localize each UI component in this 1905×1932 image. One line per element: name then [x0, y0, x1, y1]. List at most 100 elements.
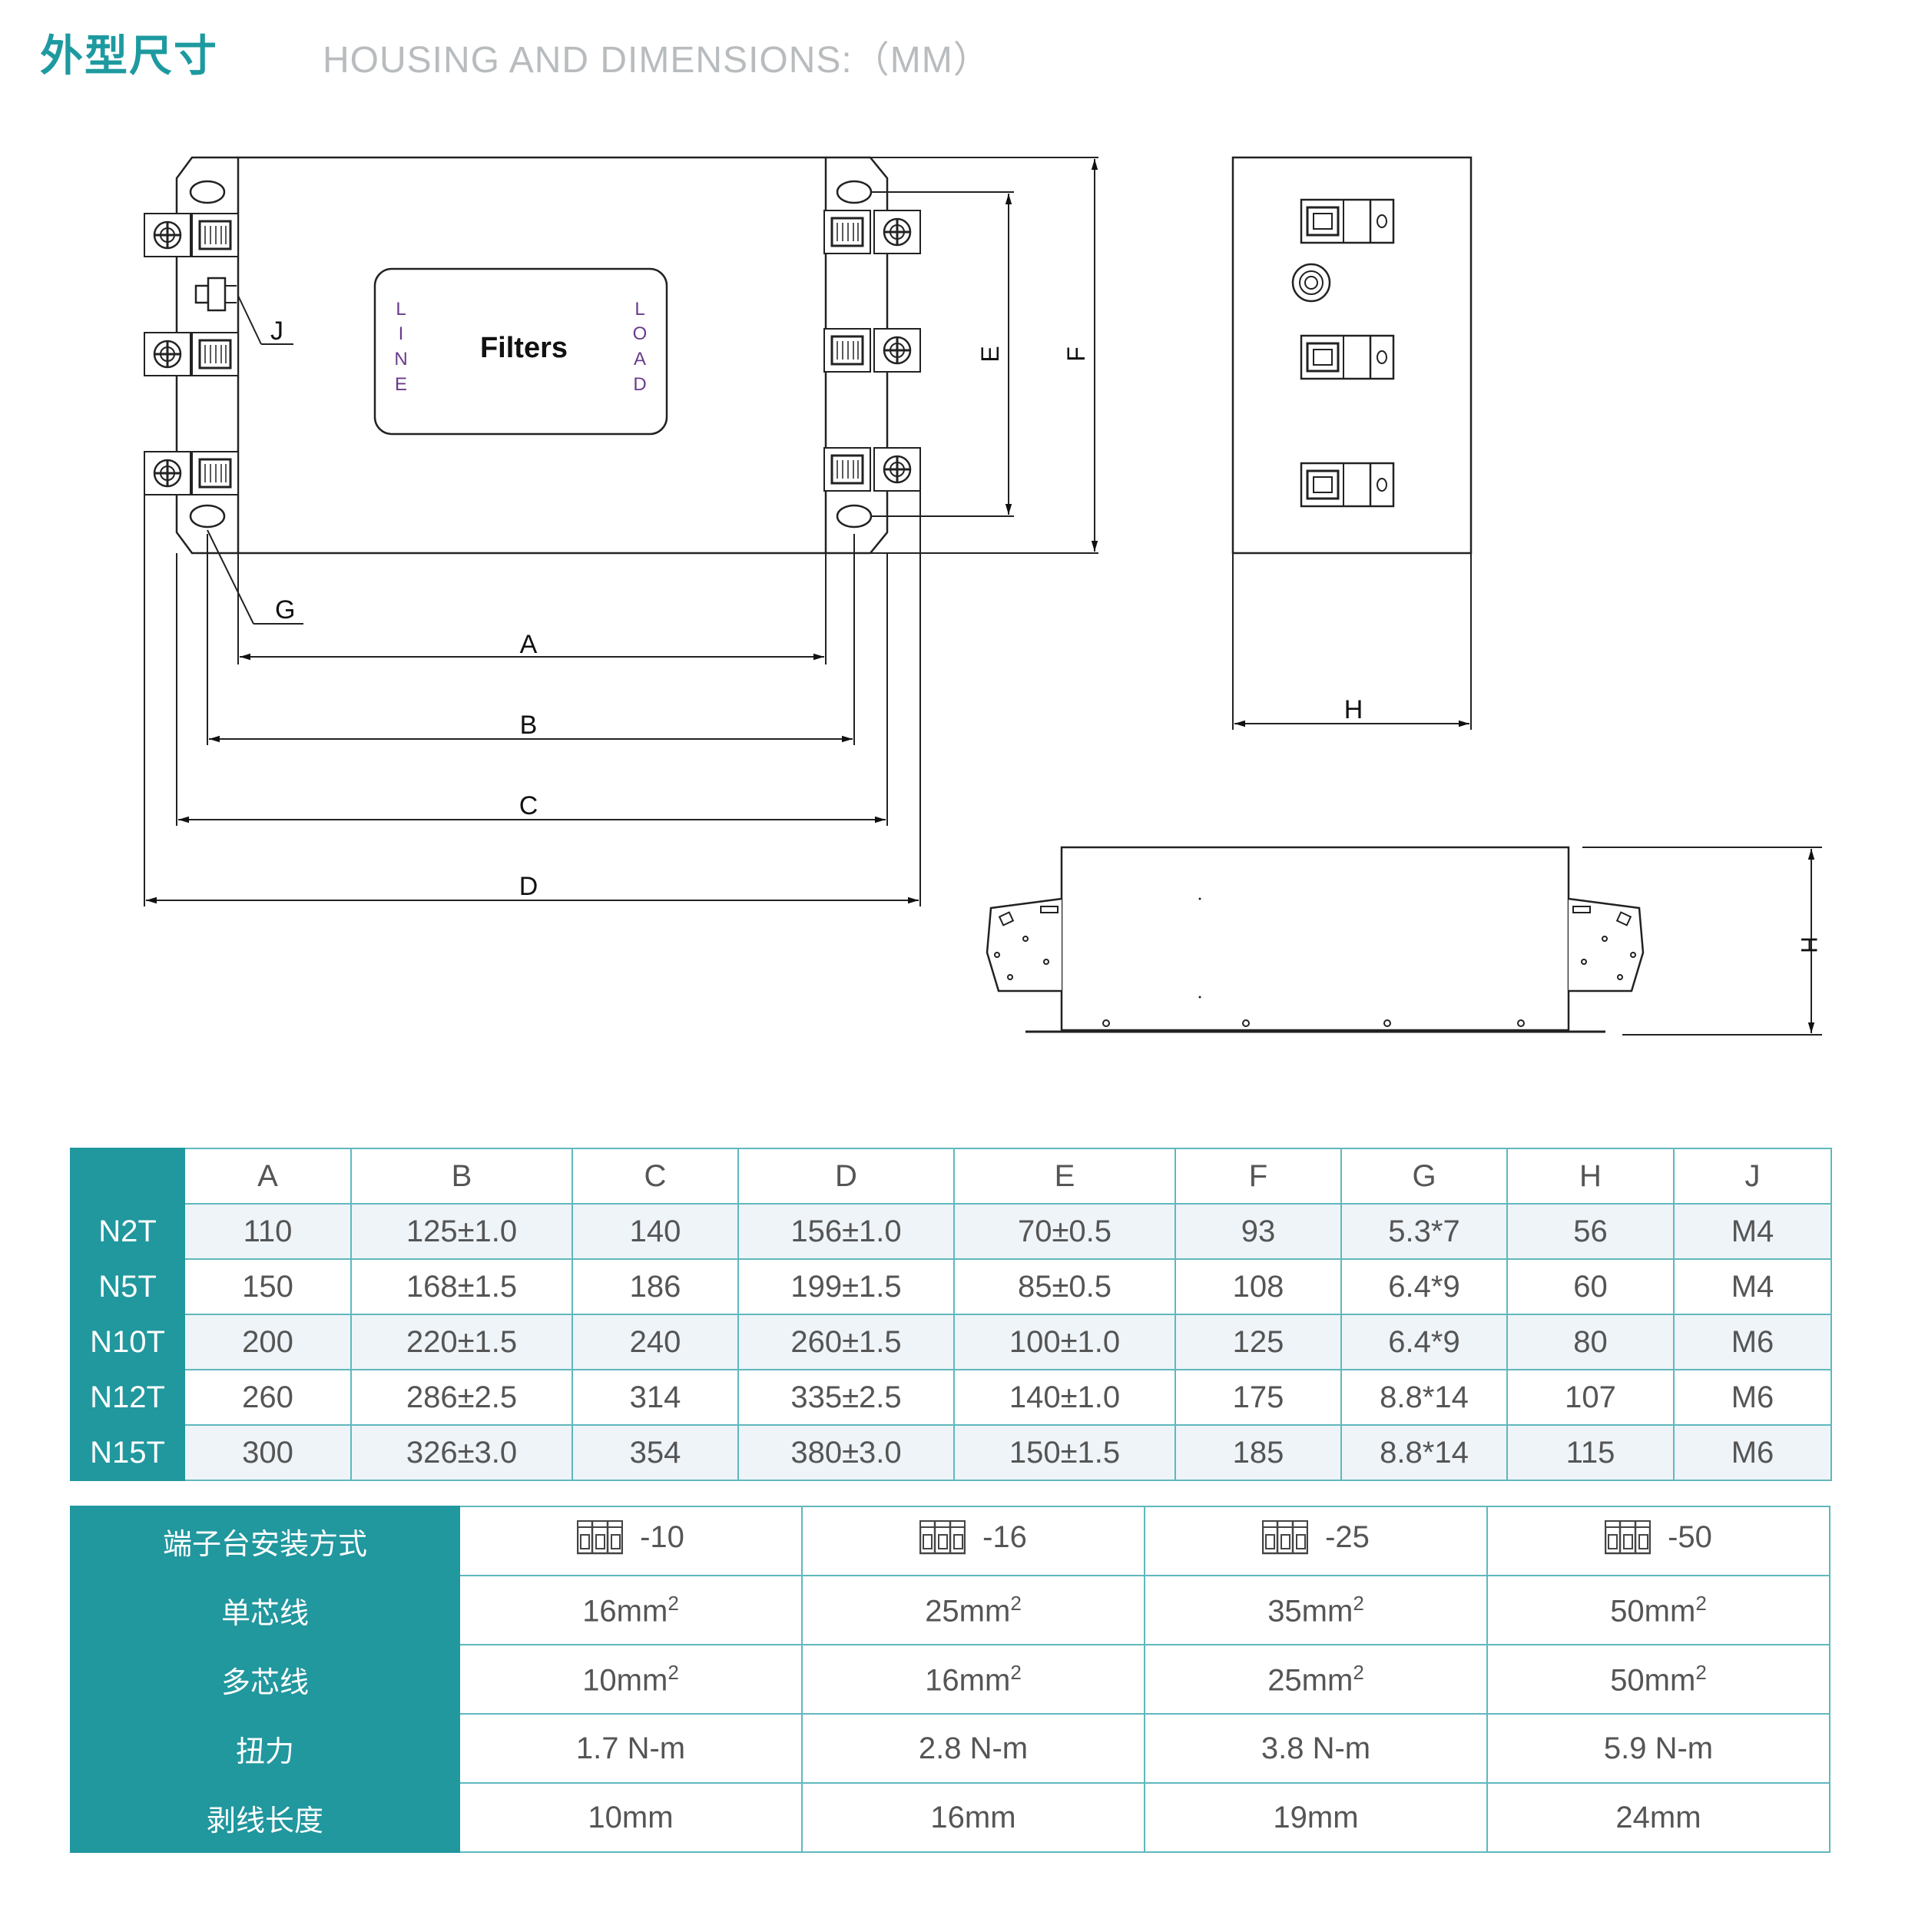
dimension-cell: 286±2.5 [350, 1369, 573, 1426]
dimension-cell: 156±1.0 [737, 1203, 955, 1260]
dimension-cell: 100±1.0 [953, 1314, 1176, 1370]
svg-text:L: L [396, 299, 406, 320]
dimension-cell: 185 [1174, 1424, 1342, 1481]
dimension-cell: 240 [572, 1314, 739, 1370]
dimension-cell: 168±1.5 [350, 1258, 573, 1315]
dimension-cell: 335±2.5 [737, 1369, 955, 1426]
terminal-mount-label: 端子台安装方式 [70, 1506, 460, 1576]
column-header: A [184, 1148, 352, 1205]
column-header: F [1174, 1148, 1342, 1205]
dim-f-label: F [1062, 346, 1090, 362]
terminal-table-header: 端子台安装方式 -10 -16 -25 -50 [70, 1506, 1830, 1576]
svg-text:A: A [634, 349, 646, 369]
label-load: L O A D [633, 299, 648, 395]
spec-label: 单芯线 [70, 1575, 460, 1645]
spec-cell: 3.8 N-m [1144, 1713, 1488, 1784]
dimension-cell: 175 [1174, 1369, 1342, 1426]
dim-c-label: C [519, 791, 538, 820]
column-header: J [1673, 1148, 1832, 1205]
unit-superscript: 2 [1353, 1660, 1364, 1684]
dim-a-label: A [520, 630, 538, 659]
spec-value: 16mm [925, 1663, 1011, 1698]
spec-value: 19mm [1273, 1800, 1359, 1834]
spec-value: 2.8 N-m [918, 1731, 1029, 1765]
dimension-cell: 125 [1174, 1314, 1342, 1370]
column-header: D [737, 1148, 955, 1205]
terminal-type-header: -16 [801, 1506, 1145, 1576]
dimension-cell: M6 [1673, 1314, 1832, 1370]
dimension-cell: 93 [1174, 1203, 1342, 1260]
dimension-cell: 380±3.0 [737, 1424, 955, 1481]
top-view: J Filters L I N E L O A D G [143, 156, 1098, 906]
spec-label: 扭力 [70, 1713, 460, 1784]
column-header: B [350, 1148, 573, 1205]
unit-superscript: 2 [1010, 1660, 1022, 1684]
dimension-cell: M6 [1673, 1369, 1832, 1426]
spec-value: 10mm [588, 1800, 674, 1834]
dim-d-label: D [519, 872, 538, 901]
label-filters: Filters [480, 332, 568, 364]
spec-label: 多芯线 [70, 1644, 460, 1715]
dimension-cell: 140 [572, 1203, 739, 1260]
dimension-cell: 110 [184, 1203, 352, 1260]
dimension-table-header: A B C D E F G H J [70, 1148, 1832, 1205]
spec-cell: 5.9 N-m [1486, 1713, 1830, 1784]
label-g: G [275, 595, 295, 625]
terminal-type-header: -10 [459, 1506, 803, 1576]
spec-cell: 2.8 N-m [801, 1713, 1145, 1784]
model-name: N2T [70, 1203, 185, 1260]
dimension-cell: 200 [184, 1314, 352, 1370]
unit-superscript: 2 [1695, 1660, 1707, 1684]
spec-cell: 10mm [459, 1782, 803, 1853]
front-view: H [986, 846, 1822, 1036]
column-header: G [1340, 1148, 1508, 1205]
svg-text:L: L [634, 299, 644, 320]
label-j: J [270, 316, 283, 346]
dimension-cell: 140±1.0 [953, 1369, 1176, 1426]
spec-cell: 16mm [801, 1782, 1145, 1853]
unit-superscript: 2 [668, 1591, 679, 1615]
dimension-cell: 70±0.5 [953, 1203, 1176, 1260]
spec-cell: 16mm2 [801, 1644, 1145, 1715]
dimension-cell: 8.8*14 [1340, 1424, 1508, 1481]
unit-superscript: 2 [1010, 1591, 1022, 1615]
dimension-cell: 56 [1506, 1203, 1675, 1260]
dimension-cell: 260 [184, 1369, 352, 1426]
spec-cell: 25mm2 [801, 1575, 1145, 1645]
terminal-type-header: -50 [1486, 1506, 1830, 1576]
terminal-block-icon [577, 1520, 624, 1555]
dimension-cell: 220±1.5 [350, 1314, 573, 1370]
dimension-cell: 150±1.5 [953, 1424, 1176, 1481]
unit-superscript: 2 [1695, 1591, 1707, 1615]
unit-superscript: 2 [668, 1660, 679, 1684]
spec-value: 25mm [1267, 1663, 1353, 1698]
svg-text:D: D [633, 374, 646, 395]
spec-value: 16mm [930, 1800, 1016, 1834]
column-header: H [1506, 1148, 1675, 1205]
dimension-cell: 80 [1506, 1314, 1675, 1370]
terminal-type-label: -25 [1325, 1519, 1370, 1554]
svg-text:E: E [395, 374, 407, 395]
dimension-cell: 8.8*14 [1340, 1369, 1508, 1426]
page-subtitle: HOUSING AND DIMENSIONS:（MM） [323, 40, 991, 81]
dimension-cell: 125±1.0 [350, 1203, 573, 1260]
unit-superscript: 2 [1353, 1591, 1364, 1615]
dim-h-label-front: H [1796, 936, 1821, 953]
model-name: N10T [70, 1314, 185, 1370]
terminal-type-label: -16 [982, 1519, 1027, 1554]
column-header: C [572, 1148, 739, 1205]
dimension-cell: 60 [1506, 1258, 1675, 1315]
spec-cell: 10mm2 [459, 1644, 803, 1715]
spec-value: 25mm [925, 1594, 1011, 1629]
spec-value: 35mm [1267, 1594, 1353, 1629]
dimension-cell: 150 [184, 1258, 352, 1315]
page-title: 外型尺寸 [40, 31, 218, 81]
